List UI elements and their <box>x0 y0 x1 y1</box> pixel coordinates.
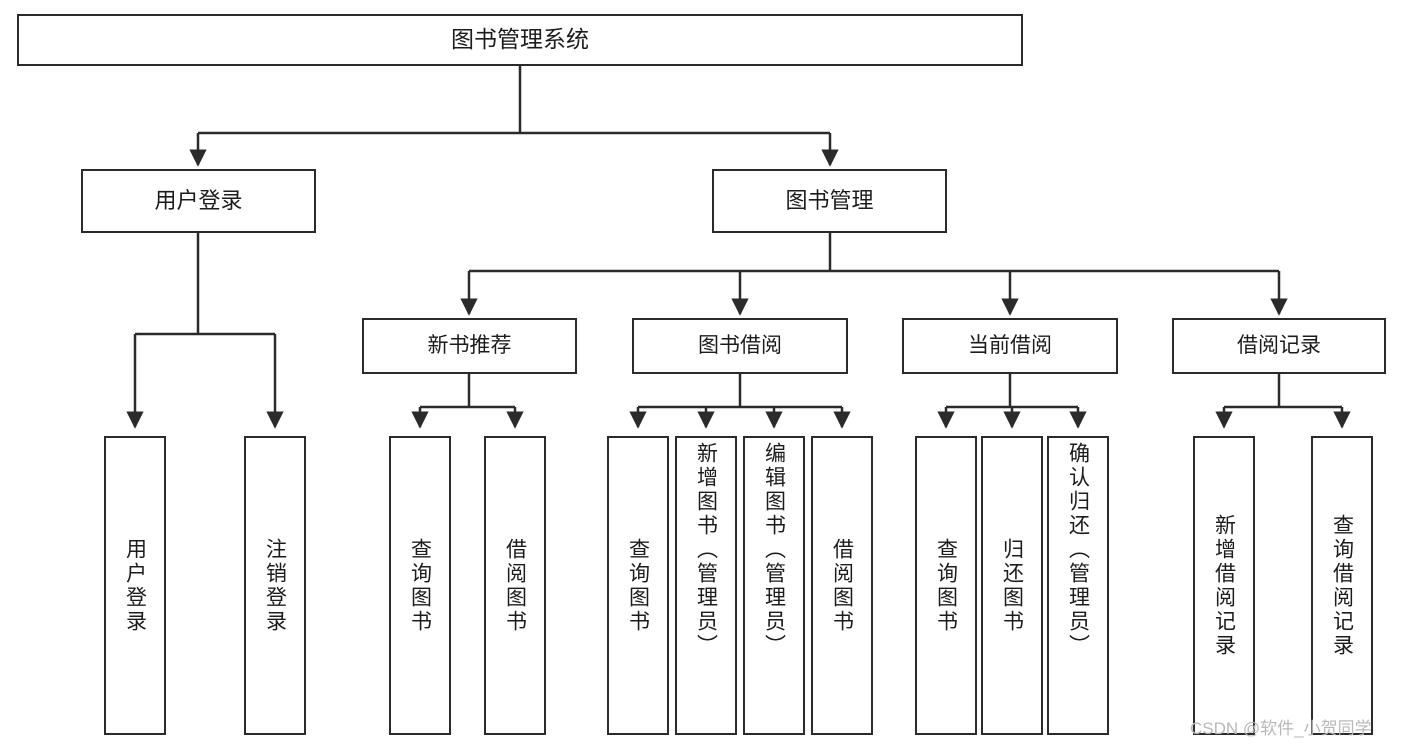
leaf-user-login-logout[interactable]: 注销登录 <box>244 436 306 735</box>
leaf-new-book-query-books[interactable]: 查询图书 <box>389 436 451 735</box>
leaf-user-login-login[interactable]: 用户登录 <box>104 436 166 735</box>
leaf-book-borrow-borrow-books[interactable]: 借阅图书 <box>811 436 873 735</box>
node-label: 编辑图书（管理员） <box>762 442 786 658</box>
node-label: 借阅图书 <box>830 537 854 634</box>
leaf-current-borrow-confirm-return-admin[interactable]: 确认归还（管理员） <box>1047 436 1109 735</box>
leaf-borrow-record-query-record[interactable]: 查询借阅记录 <box>1311 436 1373 735</box>
node-current-borrow[interactable]: 当前借阅 <box>902 318 1118 374</box>
node-label: 新增借阅记录 <box>1212 513 1236 658</box>
leaf-new-book-borrow-books[interactable]: 借阅图书 <box>484 436 546 735</box>
node-label: 借阅图书 <box>503 537 527 634</box>
node-label: 当前借阅 <box>968 333 1052 357</box>
node-user-login[interactable]: 用户登录 <box>81 169 316 233</box>
leaf-current-borrow-return-books[interactable]: 归还图书 <box>981 436 1043 735</box>
node-root-book-management-system[interactable]: 图书管理系统 <box>17 14 1023 66</box>
node-label: 图书管理系统 <box>451 26 589 53</box>
node-label: 查询借阅记录 <box>1330 513 1354 658</box>
node-label: 查询图书 <box>408 537 432 634</box>
node-book-borrow[interactable]: 图书借阅 <box>632 318 848 374</box>
node-label: 借阅记录 <box>1237 333 1321 357</box>
node-label: 新书推荐 <box>427 333 512 357</box>
leaf-borrow-record-add-record[interactable]: 新增借阅记录 <box>1193 436 1255 735</box>
node-label: 图书管理 <box>785 188 874 214</box>
node-label: 注销登录 <box>263 537 287 634</box>
node-label: 归还图书 <box>1000 537 1024 634</box>
node-label: 用户登录 <box>123 537 147 634</box>
leaf-book-borrow-add-book-admin[interactable]: 新增图书（管理员） <box>675 436 737 735</box>
node-new-book-recommend[interactable]: 新书推荐 <box>362 318 577 374</box>
leaf-book-borrow-edit-book-admin[interactable]: 编辑图书（管理员） <box>743 436 805 735</box>
node-label: 新增图书（管理员） <box>694 442 718 658</box>
leaf-current-borrow-query-books[interactable]: 查询图书 <box>915 436 977 735</box>
node-label: 查询图书 <box>934 537 958 634</box>
node-book-management[interactable]: 图书管理 <box>712 169 947 233</box>
node-label: 确认归还（管理员） <box>1066 442 1090 658</box>
node-borrow-record[interactable]: 借阅记录 <box>1172 318 1386 374</box>
leaf-book-borrow-query-books[interactable]: 查询图书 <box>607 436 669 735</box>
node-label: 查询图书 <box>626 537 650 634</box>
node-label: 图书借阅 <box>698 333 782 357</box>
node-label: 用户登录 <box>154 188 243 214</box>
